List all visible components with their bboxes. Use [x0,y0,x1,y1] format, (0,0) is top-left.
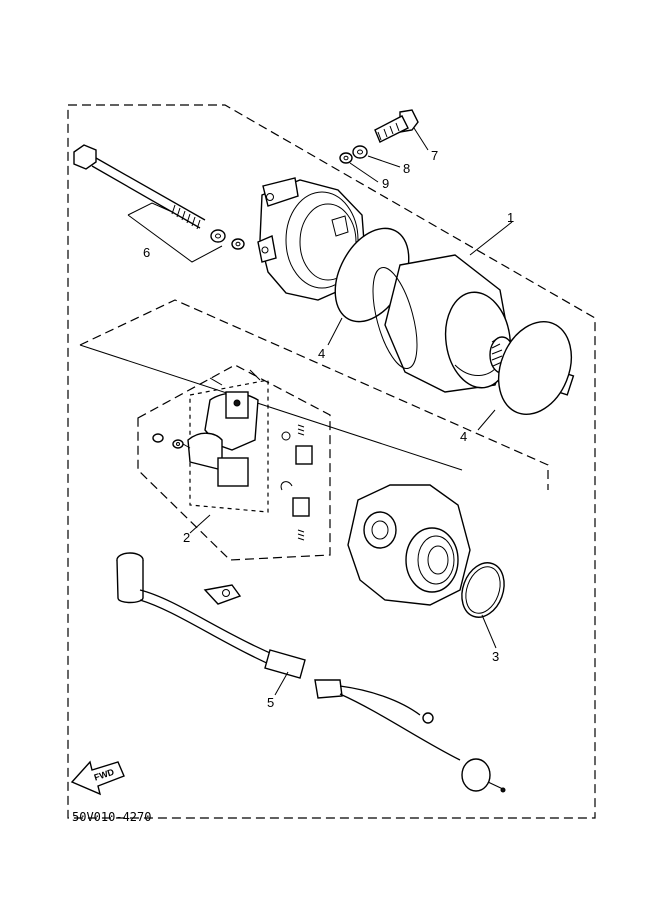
callout-7: 7 [431,148,438,163]
brush-holder-boundary [137,364,331,561]
bolt-7 [374,109,419,143]
assembly-boundary [67,104,596,819]
brush-holder [152,369,313,541]
washer-6a [210,229,226,243]
rear-cover [347,484,471,606]
callout-8: 8 [403,161,410,176]
callout-5: 5 [267,695,274,710]
lead-wire-lower [314,679,506,793]
callout-4a: 4 [318,346,325,361]
o-ring-right [498,321,572,415]
armature-boundary [79,299,549,490]
callout-1: 1 [507,210,514,225]
callout-9: 9 [382,176,389,191]
fwd-arrow-icon: FWD [70,760,125,796]
callout-2: 2 [183,530,190,545]
washer-9 [339,152,353,164]
callout-6: 6 [143,245,150,260]
washer-8 [352,145,368,159]
lead-wire-upper [116,552,306,679]
callout-4b: 4 [460,429,467,444]
washer-6b [231,238,245,250]
drawing-code: 50V010-4270 [72,810,151,824]
callout-3: 3 [492,649,499,664]
through-bolt [73,144,206,230]
